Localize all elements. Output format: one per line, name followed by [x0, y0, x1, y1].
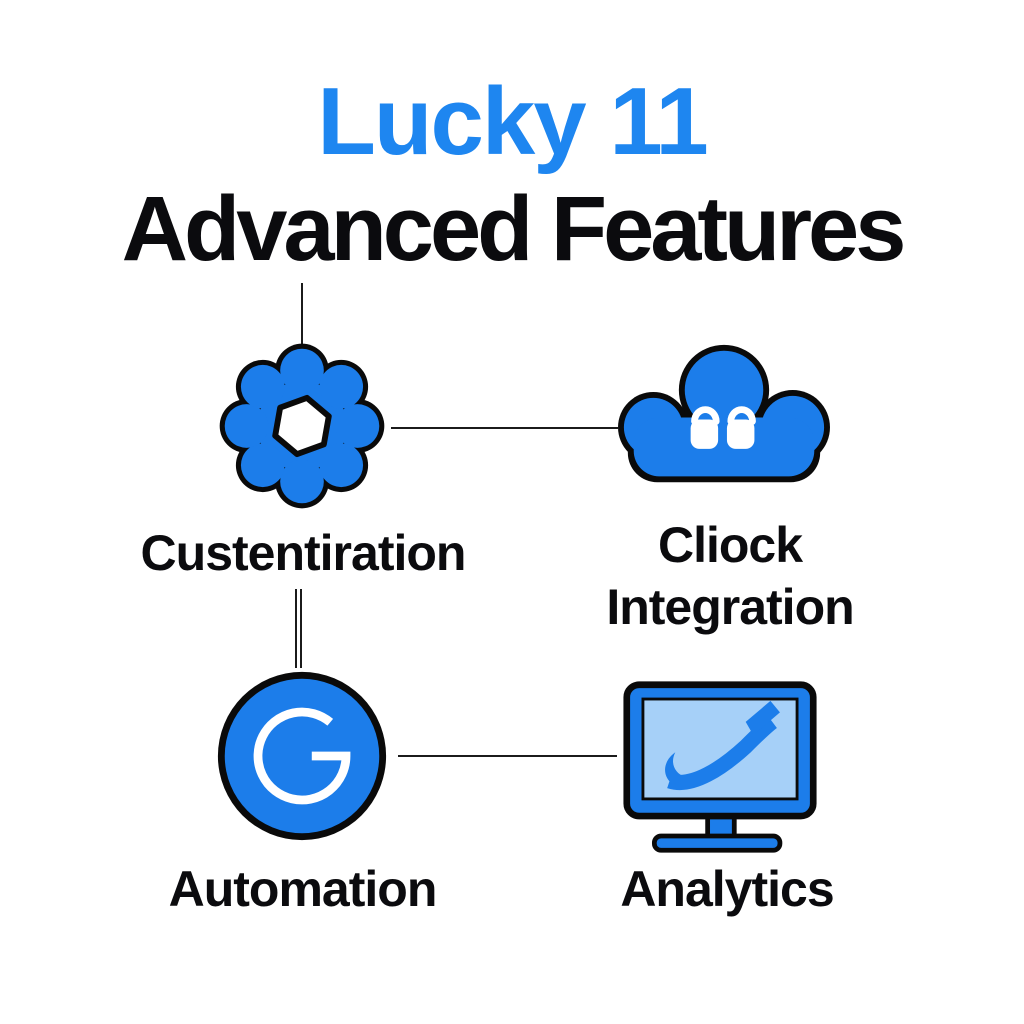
- page-title: Lucky 11: [317, 68, 709, 175]
- monitor-base: [651, 833, 783, 853]
- node-label-cloud-integration: Cliock Integration: [606, 517, 854, 635]
- letter-g-circle-icon: [217, 671, 387, 841]
- connector-title-customization: [301, 283, 303, 350]
- page-subtitle: Advanced Features: [121, 178, 907, 280]
- lock-glyph-right: [726, 406, 756, 449]
- letter-g-glyph: [253, 707, 351, 805]
- gear-icon: [219, 343, 385, 509]
- connector-customization-cloud: [391, 427, 618, 429]
- node-label-automation: Automation: [168, 861, 438, 917]
- lock-glyph-left: [690, 406, 720, 449]
- connector-customization-automation-right: [300, 589, 302, 668]
- gear-hexagon-hole: [272, 394, 332, 458]
- connector-automation-analytics: [398, 755, 617, 757]
- node-label-analytics: Analytics: [620, 861, 834, 917]
- trend-swoosh: [665, 700, 780, 790]
- connector-customization-automation-left: [295, 589, 297, 668]
- analytics-monitor-icon: [623, 681, 817, 853]
- cloud-locks-icon: [618, 344, 830, 483]
- node-label-customization: Custentiration: [140, 525, 467, 581]
